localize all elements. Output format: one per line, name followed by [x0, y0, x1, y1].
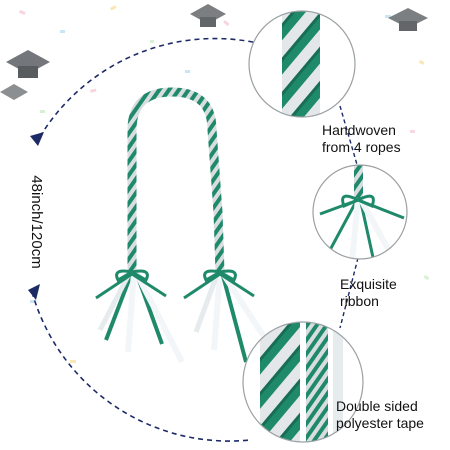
feature-callout-ribbon: Exquisite ribbon — [340, 276, 397, 310]
arrow-up-icon — [30, 132, 44, 146]
detail-circle-tape — [242, 321, 364, 443]
detail-circle-ribbon — [312, 164, 408, 260]
detail-circle-braid — [248, 10, 356, 118]
graduation-cap-icon — [190, 4, 226, 27]
left-ribbon-tassel — [95, 269, 185, 364]
feature-line: Double sided — [336, 398, 418, 414]
feature-line: Handwoven — [322, 122, 396, 138]
feature-line: polyester tape — [336, 415, 424, 431]
feature-line: ribbon — [340, 293, 379, 309]
feature-callout-tape: Double sided polyester tape — [336, 398, 424, 432]
arrow-down-icon — [28, 284, 40, 300]
graduation-cap-icon — [388, 8, 428, 31]
connector-line — [339, 105, 359, 169]
length-label: 48inch/120cm — [28, 175, 45, 269]
measurement-arc — [31, 291, 251, 442]
feature-line: Exquisite — [340, 276, 397, 292]
feature-line: from 4 ropes — [322, 139, 401, 155]
measurement-arc — [37, 37, 263, 141]
right-ribbon-tassel — [183, 269, 273, 363]
graduation-cap-icon — [0, 84, 28, 100]
connector-line — [339, 257, 359, 329]
feature-callout-handwoven: Handwoven from 4 ropes — [322, 122, 401, 156]
confetti-decoration — [18, 5, 430, 363]
braided-lei — [95, 87, 273, 364]
graduation-cap-icon — [6, 50, 50, 78]
